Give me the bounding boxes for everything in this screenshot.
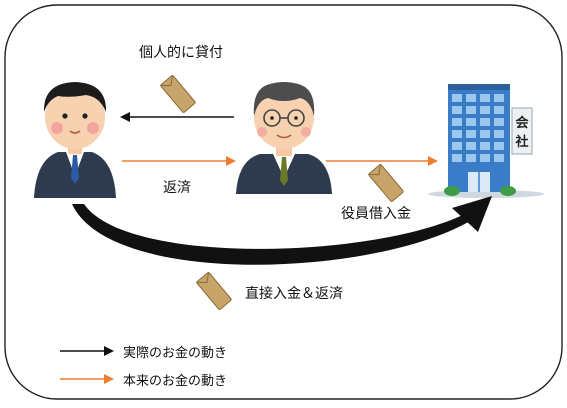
arrow-direct-deposit-head: [452, 196, 492, 232]
legend-actual-label: 実際のお金の動き: [123, 346, 228, 361]
company-building-icon: 会 社: [428, 84, 544, 198]
money-envelope-icon: [196, 271, 232, 310]
building-sign-char2: 社: [514, 134, 528, 150]
label-direct-deposit: 直接入金＆返済: [245, 286, 343, 302]
arrow-direct-deposit: [72, 204, 484, 265]
label-repayment: 返済: [163, 180, 191, 196]
money-envelope-icon: [160, 74, 196, 113]
diagram-frame: [4, 4, 563, 400]
older-person-icon: [236, 82, 332, 194]
label-personal-loan: 個人的に貸付: [139, 45, 223, 61]
young-person-icon: [34, 82, 116, 198]
legend-original-label: 本来のお金の動き: [123, 374, 228, 389]
building-sign-char1: 会: [515, 115, 529, 131]
money-envelope-icon: [368, 163, 404, 202]
label-officer-borrowing: 役員借入金: [341, 206, 411, 222]
